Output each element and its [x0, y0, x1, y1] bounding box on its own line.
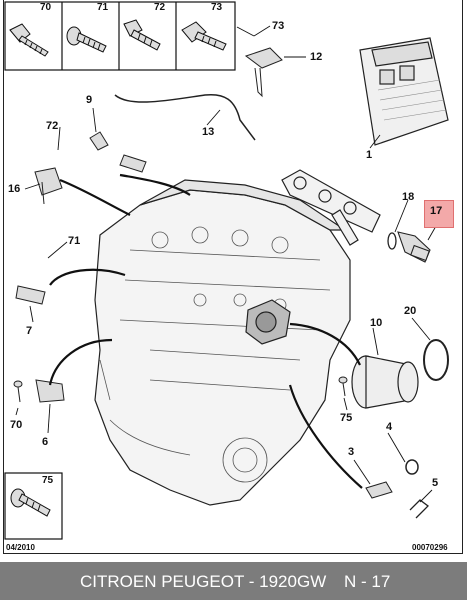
callout-18[interactable]: 18 [402, 191, 415, 203]
pipe-13 [114, 93, 256, 141]
label-71-header: 71 [97, 2, 109, 13]
diagram-date: 04/2010 [6, 543, 35, 552]
callout-72[interactable]: 72 [46, 120, 59, 132]
callout-20[interactable]: 20 [404, 305, 417, 317]
caption-code: N - 17 [344, 572, 391, 591]
callout-75[interactable]: 75 [340, 412, 353, 424]
caption-title: CITROEN PEUGEOT - 1920GW [80, 572, 327, 591]
label-70-header: 70 [40, 2, 52, 13]
screw-71-icon [66, 26, 107, 53]
screw-70-icon [9, 23, 49, 57]
callout-73[interactable]: 73 [272, 20, 285, 32]
airflow-meter-10 [351, 355, 419, 409]
sensor-6 [35, 379, 65, 403]
callout-4[interactable]: 4 [386, 421, 393, 433]
caption-bar: CITROEN PEUGEOT - 1920GW N - 17 [0, 562, 467, 600]
seal-18 [387, 232, 397, 250]
temp-sensor-3 [365, 481, 393, 499]
callout-17[interactable]: 17 [430, 205, 443, 217]
screw-75b [338, 376, 348, 397]
callout-1[interactable]: 1 [366, 149, 373, 161]
sensor-9 [89, 131, 147, 173]
seal-ring-20 [423, 339, 449, 381]
label-73-header: 73 [211, 2, 223, 13]
fasteners-box [4, 1, 236, 71]
sensor-12 [244, 47, 283, 98]
label-72-header: 72 [154, 2, 166, 13]
label-75-header: 75 [42, 475, 54, 486]
screw-70b [13, 380, 23, 403]
pressure-sensor-17 [397, 231, 431, 263]
callout-10[interactable]: 10 [370, 317, 383, 329]
callout-16[interactable]: 16 [8, 183, 21, 195]
diagram-frame [3, 0, 463, 554]
screw-73-icon [181, 21, 227, 51]
callout-12[interactable]: 12 [310, 51, 323, 63]
engine-exploded-view [4, 1, 449, 540]
sensor-16 [34, 167, 63, 205]
callout-9[interactable]: 9 [86, 94, 93, 106]
callout-3[interactable]: 3 [348, 446, 355, 458]
highlight-box-17 [424, 200, 454, 228]
screw-75-icon [10, 488, 51, 517]
engine-block [94, 179, 351, 506]
callout-5[interactable]: 5 [432, 477, 439, 489]
diagram-reference: 00070296 [412, 543, 448, 552]
callout-71[interactable]: 71 [68, 235, 81, 247]
egr-valve [245, 299, 291, 345]
callout-7[interactable]: 7 [26, 325, 33, 337]
diagram-sheet: 70 71 72 73 75 73 12 9 13 1 72 16 18 17 … [0, 0, 467, 562]
callout-13[interactable]: 13 [202, 126, 215, 138]
ecu-unit [359, 37, 449, 146]
callout-6[interactable]: 6 [42, 436, 49, 448]
fuel-rail [281, 169, 381, 246]
screw-72-icon [123, 19, 161, 51]
seal-ring-4 [405, 459, 419, 475]
clip-5 [409, 499, 429, 519]
callout-70[interactable]: 70 [10, 419, 23, 431]
sensor-7 [15, 285, 46, 305]
